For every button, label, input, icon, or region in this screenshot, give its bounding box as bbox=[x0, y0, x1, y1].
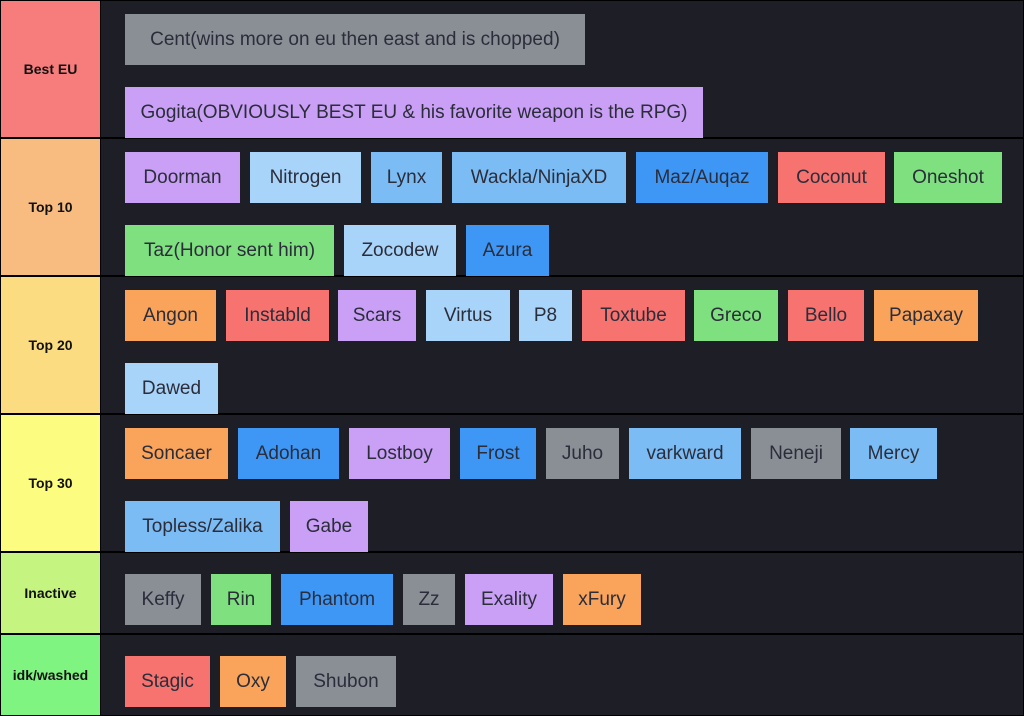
tier-row-top-30: Top 30 Soncaer Adohan Lostboy Frost Juho… bbox=[0, 414, 1024, 552]
tier-item[interactable]: Phantom bbox=[281, 574, 393, 625]
tier-item[interactable]: Adohan bbox=[238, 428, 339, 479]
tier-label: Top 20 bbox=[1, 277, 100, 413]
tier-item[interactable]: Dawed bbox=[125, 363, 218, 414]
tier-item[interactable]: Virtus bbox=[426, 290, 510, 341]
tier-row-inactive: Inactive Keffy Rin Phantom Zz Exality xF… bbox=[0, 552, 1024, 634]
tier-item[interactable]: Rin bbox=[211, 574, 271, 625]
tier-item[interactable]: Keffy bbox=[125, 574, 201, 625]
tier-item[interactable]: Wackla/NinjaXD bbox=[452, 152, 626, 203]
tier-label: idk/washed bbox=[1, 635, 100, 715]
tier-items: Cent(wins more on eu then east and is ch… bbox=[101, 1, 1023, 138]
tier-item[interactable]: Papaxay bbox=[874, 290, 978, 341]
tier-item[interactable]: Angon bbox=[125, 290, 216, 341]
tier-label: Top 10 bbox=[1, 139, 100, 275]
tier-item[interactable]: Nitrogen bbox=[250, 152, 361, 203]
tier-items: Doorman Nitrogen Lynx Wackla/NinjaXD Maz… bbox=[101, 139, 1023, 276]
tier-item[interactable]: Oneshot bbox=[894, 152, 1002, 203]
tier-row-idk-washed: idk/washed Stagic Oxy Shubon bbox=[0, 634, 1024, 716]
tier-item[interactable]: Shubon bbox=[296, 656, 396, 707]
tier-item[interactable]: Lostboy bbox=[349, 428, 450, 479]
tier-items: Keffy Rin Phantom Zz Exality xFury bbox=[101, 553, 1023, 633]
tier-row-top-10: Top 10 Doorman Nitrogen Lynx Wackla/Ninj… bbox=[0, 138, 1024, 276]
tier-item[interactable]: Soncaer bbox=[125, 428, 228, 479]
tier-item[interactable]: P8 bbox=[519, 290, 572, 341]
tier-row-top-20: Top 20 Angon Instabld Scars Virtus P8 To… bbox=[0, 276, 1024, 414]
tier-item[interactable]: Oxy bbox=[220, 656, 286, 707]
tier-items: Soncaer Adohan Lostboy Frost Juho varkwa… bbox=[101, 415, 1023, 552]
tier-item[interactable]: Cent(wins more on eu then east and is ch… bbox=[125, 14, 585, 65]
tier-item[interactable]: Greco bbox=[694, 290, 778, 341]
tier-item[interactable]: Juho bbox=[546, 428, 619, 479]
tier-item[interactable]: Lynx bbox=[371, 152, 442, 203]
tier-item[interactable]: Stagic bbox=[125, 656, 210, 707]
tier-item[interactable]: Zocodew bbox=[344, 225, 456, 276]
tier-item[interactable]: Neneji bbox=[751, 428, 841, 479]
tier-item[interactable]: xFury bbox=[563, 574, 641, 625]
tier-item[interactable]: Bello bbox=[788, 290, 864, 341]
tier-item[interactable]: varkward bbox=[629, 428, 741, 479]
tier-item[interactable]: Coconut bbox=[778, 152, 885, 203]
tier-item[interactable]: Maz/Auqaz bbox=[636, 152, 768, 203]
tier-item[interactable]: Azura bbox=[466, 225, 549, 276]
tier-label: Top 30 bbox=[1, 415, 100, 551]
tier-item[interactable]: Instabld bbox=[226, 290, 329, 341]
tier-item[interactable]: Scars bbox=[338, 290, 416, 341]
tier-item[interactable]: Mercy bbox=[850, 428, 937, 479]
tier-item[interactable]: Topless/Zalika bbox=[125, 501, 280, 552]
tier-item[interactable]: Doorman bbox=[125, 152, 240, 203]
tier-item[interactable]: Gabe bbox=[290, 501, 368, 552]
tier-item[interactable]: Toxtube bbox=[582, 290, 685, 341]
tier-row-best-eu: Best EU Cent(wins more on eu then east a… bbox=[0, 0, 1024, 138]
tier-label: Best EU bbox=[1, 1, 100, 137]
tier-item[interactable]: Frost bbox=[460, 428, 536, 479]
tier-item[interactable]: Exality bbox=[465, 574, 553, 625]
tier-label: Inactive bbox=[1, 553, 100, 633]
tier-items: Angon Instabld Scars Virtus P8 Toxtube G… bbox=[101, 277, 1023, 414]
tier-item[interactable]: Gogita(OBVIOUSLY BEST EU & his favorite … bbox=[125, 87, 703, 138]
tier-item[interactable]: Taz(Honor sent him) bbox=[125, 225, 334, 276]
tier-item[interactable]: Zz bbox=[403, 574, 455, 625]
tier-items: Stagic Oxy Shubon bbox=[101, 635, 1023, 715]
